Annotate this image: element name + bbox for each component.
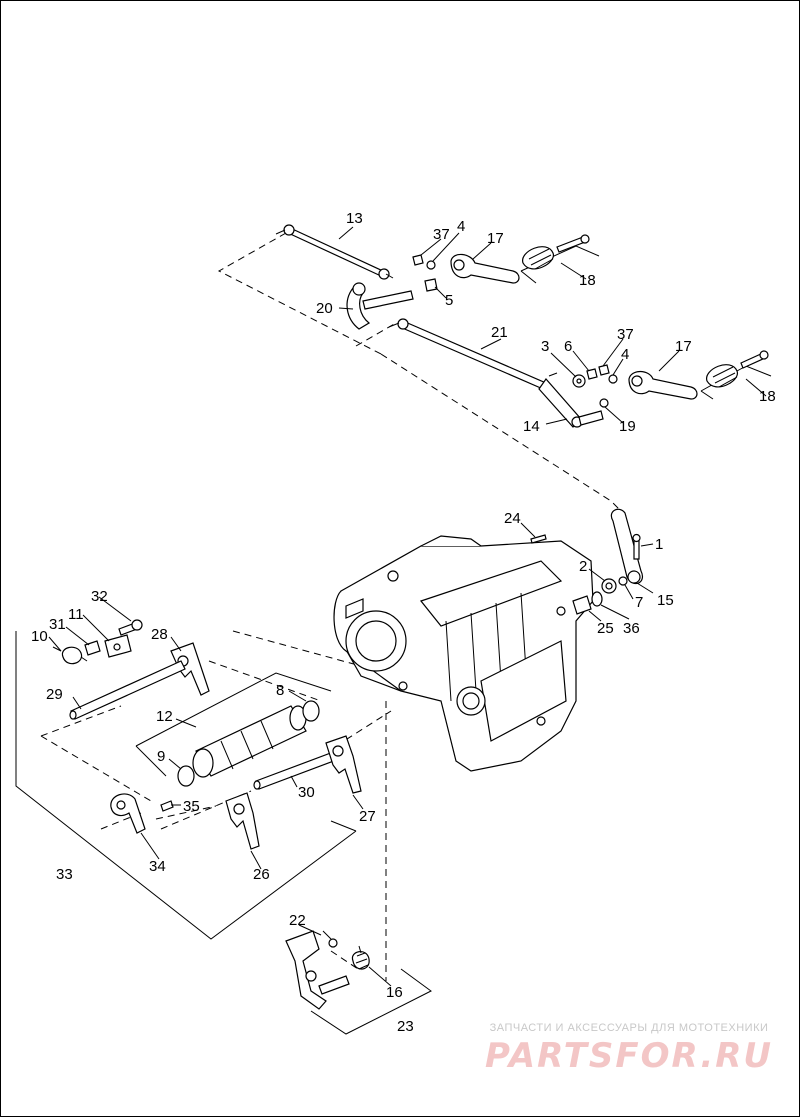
label-11: 11 xyxy=(68,606,84,623)
label-13: 13 xyxy=(346,210,363,227)
label-15: 15 xyxy=(657,592,674,609)
washer-4-upper xyxy=(426,260,436,270)
label-28: 28 xyxy=(151,626,168,643)
lever-14 xyxy=(538,372,604,428)
screw-37-upper xyxy=(412,254,424,266)
label-27: 27 xyxy=(359,808,376,825)
bolt-32 xyxy=(118,619,143,636)
label-31: 31 xyxy=(49,616,66,633)
washer-4-lower xyxy=(608,374,618,384)
label-33: 33 xyxy=(56,866,73,883)
fork-27 xyxy=(325,735,362,794)
label-18-upper: 18 xyxy=(579,272,596,289)
shift-pawl-23 xyxy=(285,930,350,1010)
spring-22 xyxy=(322,930,338,948)
bolt-1 xyxy=(632,533,641,560)
screw-24 xyxy=(530,534,547,544)
spring-10 xyxy=(52,646,88,665)
label-14: 14 xyxy=(523,418,540,435)
label-4-lower: 4 xyxy=(621,346,629,363)
label-30: 30 xyxy=(298,784,315,801)
spring-16 xyxy=(351,945,370,970)
peg-18-upper xyxy=(522,234,590,270)
label-22: 22 xyxy=(289,912,306,929)
label-21: 21 xyxy=(491,324,508,341)
label-10: 10 xyxy=(31,628,48,645)
fork-26 xyxy=(225,792,260,850)
label-5: 5 xyxy=(445,292,453,309)
shift-rod-13 xyxy=(275,224,394,280)
label-2: 2 xyxy=(579,558,587,575)
oring-8 xyxy=(302,700,320,722)
label-3: 3 xyxy=(541,338,549,355)
plate-11 xyxy=(104,634,132,658)
transmission-housing xyxy=(333,535,594,772)
label-24: 24 xyxy=(504,510,521,527)
screw-35 xyxy=(160,800,174,812)
fork-rod-30 xyxy=(253,750,340,790)
peg-18-lower xyxy=(706,350,769,388)
label-34: 34 xyxy=(149,858,166,875)
oring-36 xyxy=(591,591,603,607)
label-9: 9 xyxy=(157,748,165,765)
watermark-tagline: ЗАПЧАСТИ И АКСЕССУАРЫ ДЛЯ МОТОТЕХНИКИ xyxy=(489,1022,769,1034)
label-12: 12 xyxy=(156,708,173,725)
label-17-lower: 17 xyxy=(675,338,692,355)
label-37-upper: 37 xyxy=(433,226,450,243)
lever-20 xyxy=(346,282,414,330)
label-8: 8 xyxy=(276,682,284,699)
shift-arm-15 xyxy=(610,508,643,585)
label-29: 29 xyxy=(46,686,63,703)
oring-9 xyxy=(177,765,195,787)
label-26: 26 xyxy=(253,866,270,883)
label-6: 6 xyxy=(564,338,572,355)
washer-2 xyxy=(601,578,617,594)
pawl-34 xyxy=(110,793,146,834)
nut-6 xyxy=(586,368,598,380)
shift-lever-17-upper xyxy=(450,253,520,284)
label-7: 7 xyxy=(635,594,643,611)
label-16: 16 xyxy=(386,984,403,1001)
watermark-logo: PARTSFOR.RU xyxy=(484,1036,774,1076)
bushing-19 xyxy=(599,398,609,408)
label-20: 20 xyxy=(316,300,333,317)
shift-lever-17-lower xyxy=(628,370,698,400)
nut-5 xyxy=(424,278,438,292)
washer-3 xyxy=(572,374,586,388)
leader-lines xyxy=(48,226,767,987)
label-32: 32 xyxy=(91,588,108,605)
seal-7 xyxy=(618,576,628,586)
part-labels: 13 37 4 17 18 20 5 21 3 6 37 4 17 18 14 … xyxy=(31,210,776,1035)
label-37-lower: 37 xyxy=(617,326,634,343)
label-19: 19 xyxy=(619,418,636,435)
shift-rod-21 xyxy=(388,318,547,390)
fork-rod-29 xyxy=(69,660,186,720)
label-4-upper: 4 xyxy=(457,218,465,235)
watermark: ЗАПЧАСТИ И АКСЕССУАРЫ ДЛЯ МОТОТЕХНИКИ PA… xyxy=(479,1022,779,1076)
label-17-upper: 17 xyxy=(487,230,504,247)
label-18-lower: 18 xyxy=(759,388,776,405)
label-23: 23 xyxy=(397,1018,414,1035)
screw-37-lower xyxy=(598,364,610,376)
label-35: 35 xyxy=(183,798,200,815)
shift-drum-12 xyxy=(192,705,307,778)
label-36: 36 xyxy=(623,620,640,637)
label-25: 25 xyxy=(597,620,614,637)
label-1: 1 xyxy=(655,536,663,553)
bushing-25 xyxy=(572,595,592,615)
